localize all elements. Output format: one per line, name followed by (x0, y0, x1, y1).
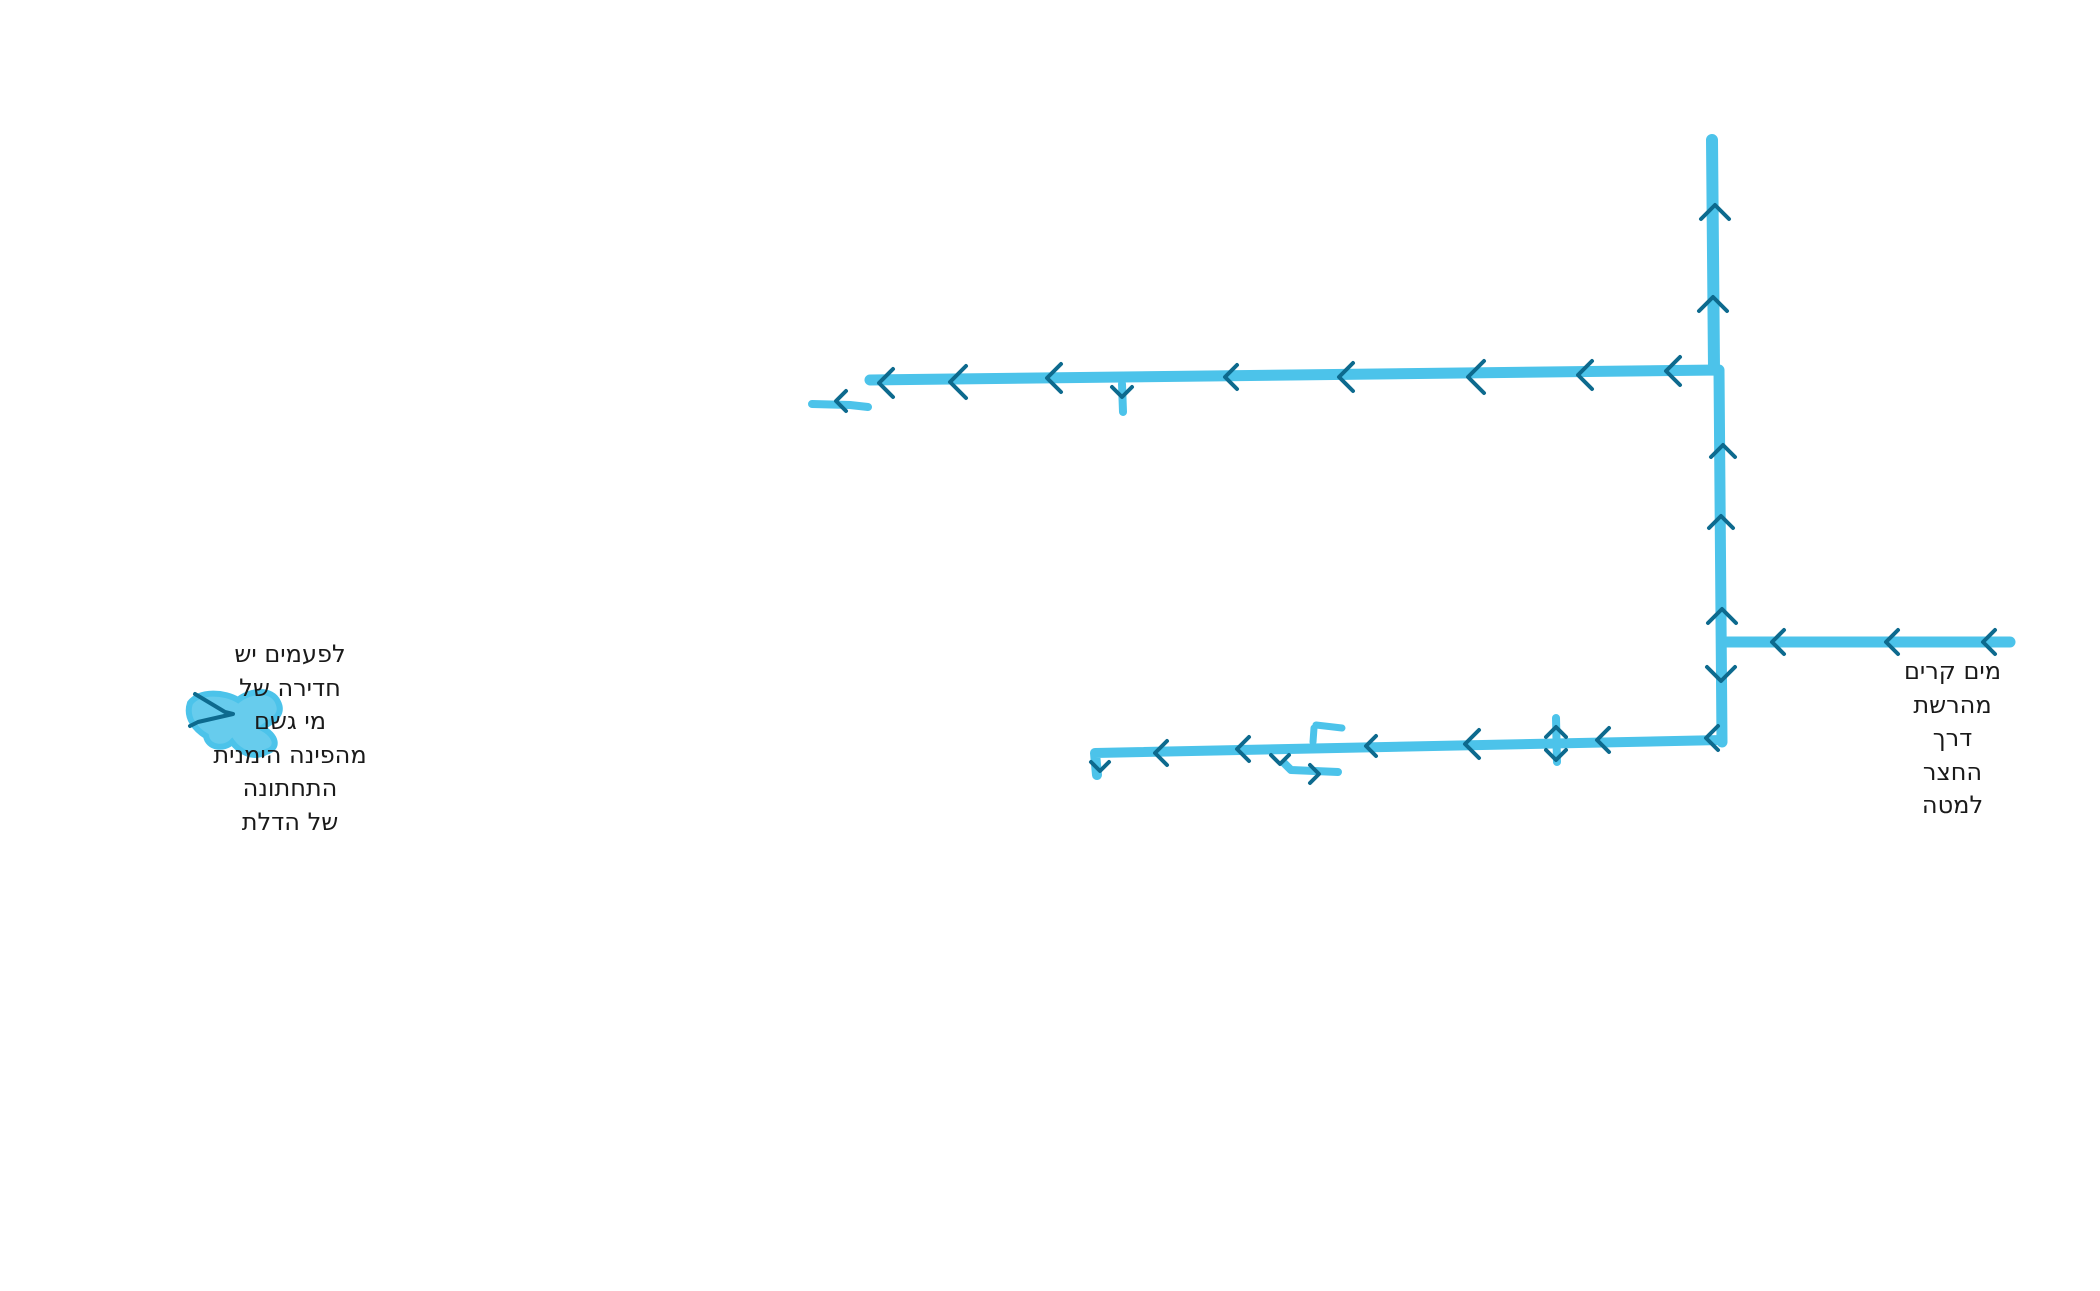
flow-arrow-down (1089, 760, 1111, 773)
flow-arrow-left (1595, 726, 1611, 754)
rain-leak-marker (185, 689, 283, 758)
flow-arrow-left (1466, 359, 1486, 395)
note-line: התחתונה (242, 774, 338, 802)
note-line: מהפינה הימנית (213, 740, 367, 769)
pipe-segment (1312, 721, 1346, 732)
flow-arrow-down (1705, 665, 1737, 683)
note-line: מים קרים (1903, 657, 2002, 685)
flow-arrow-up (1699, 203, 1731, 221)
flow-arrow-left (877, 367, 895, 399)
note-line: דרך (1932, 724, 1973, 752)
pipe-segment (1090, 735, 1727, 780)
flow-arrow-up (1707, 514, 1735, 530)
pipe-segment (1280, 759, 1342, 776)
note-cold-water-inlet: מים קרים מהרשת דרך החצר למטה (1870, 655, 2035, 823)
flow-arrow-left (1704, 724, 1720, 752)
flow-arrow-left (1576, 359, 1594, 391)
note-line: מי גשם (253, 707, 327, 735)
note-line: מהרשת (1913, 690, 1992, 719)
flow-arrow-left (948, 364, 968, 400)
flow-arrow-left (1770, 628, 1786, 656)
note-line: לפעמים יש (234, 640, 346, 668)
flow-arrow-right (1308, 763, 1321, 785)
pipe-segment (1552, 714, 1561, 766)
flow-arrow-down (1544, 748, 1568, 762)
flow-arrow-left (1153, 739, 1169, 767)
flow-arrow-up (1706, 607, 1738, 625)
flow-arrow-up (1697, 295, 1729, 313)
pipe-segment (1706, 134, 1720, 374)
flow-arrow-up (1544, 725, 1568, 739)
flow-arrow-left (1463, 728, 1481, 760)
flow-arrow-left (1981, 628, 1997, 656)
flow-arrow-left (1045, 362, 1063, 394)
flow-arrows (834, 203, 1997, 785)
note-rain-leak: לפעמים יש חדירה של מי גשם מהפינה הימנית … (160, 638, 420, 839)
note-line: של הדלת (241, 807, 339, 836)
flow-arrow-up (1709, 443, 1737, 459)
pipe-segment (1309, 724, 1318, 746)
flow-arrow-left (1364, 734, 1378, 758)
flow-arrow-left (1235, 735, 1251, 763)
flow-arrow-down (1110, 385, 1134, 399)
note-line: חדירה של (239, 673, 341, 702)
flow-arrow-left (834, 389, 848, 413)
leak-blob (185, 689, 283, 758)
flow-arrow-left (1337, 361, 1355, 393)
note-line: למטה (1921, 791, 1984, 819)
flow-arrow-left (1664, 355, 1682, 387)
note-line: החצר (1922, 757, 1983, 786)
flow-arrow-left (1223, 363, 1239, 391)
pipe-segment (808, 400, 872, 411)
flow-arrow-down (1269, 753, 1291, 766)
pipe-segment (864, 364, 1728, 748)
flow-arrow-left (1884, 628, 1900, 656)
pipe-network (808, 134, 2016, 780)
leak-arrow (188, 692, 235, 728)
